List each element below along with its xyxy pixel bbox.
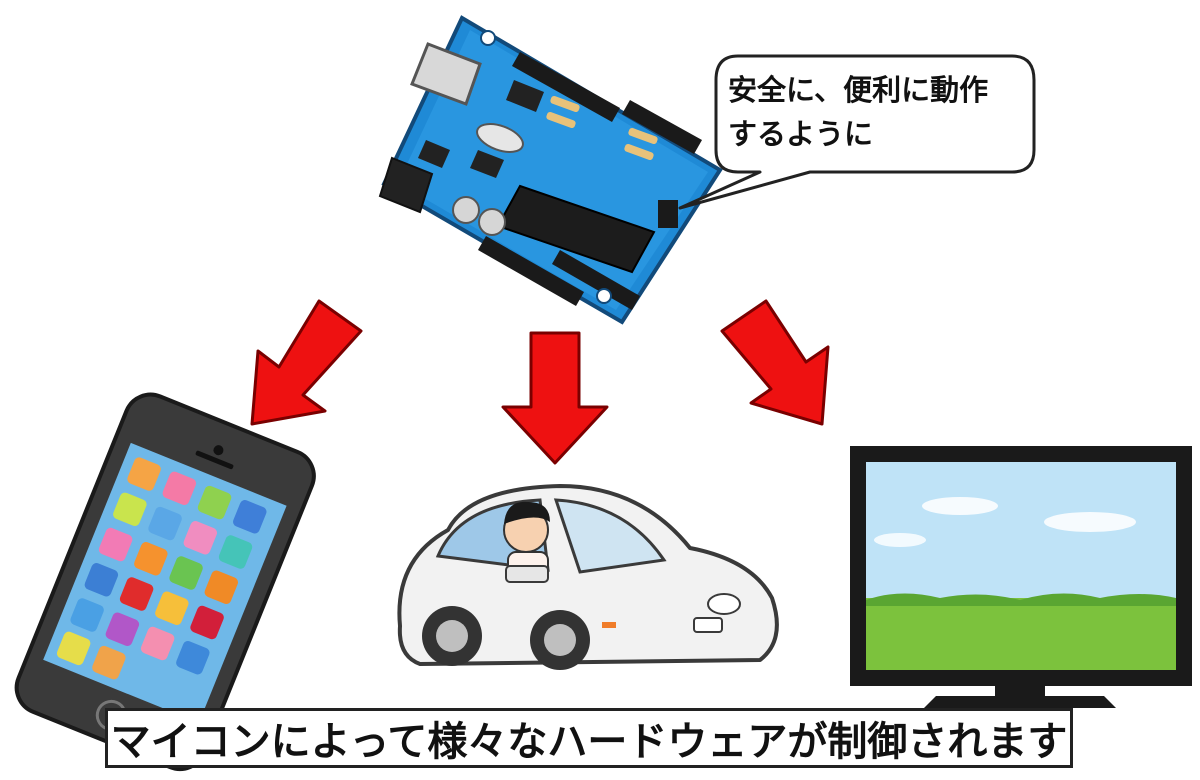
car-with-driver-icon xyxy=(397,484,779,670)
television-icon xyxy=(850,446,1192,708)
arrow-to-smartphone xyxy=(250,299,363,426)
speech-bubble-line-2: するように xyxy=(728,117,874,151)
speech-bubble-text: 安全に、便利に動作 するように xyxy=(728,68,1018,156)
caption-box: マイコンによって様々なハードウェアが制御されます xyxy=(105,708,1073,768)
speech-bubble xyxy=(678,54,1036,210)
smartphone-app-icons xyxy=(56,457,267,680)
smartphone-icon xyxy=(14,392,316,772)
arrow-to-car xyxy=(501,331,609,465)
caption-text: マイコンによって様々なハードウェアが制御されます xyxy=(110,719,1068,765)
microcontroller-board-icon xyxy=(378,15,723,325)
speech-bubble-line-1: 安全に、便利に動作 xyxy=(728,73,989,107)
arrow-to-television xyxy=(720,299,830,426)
